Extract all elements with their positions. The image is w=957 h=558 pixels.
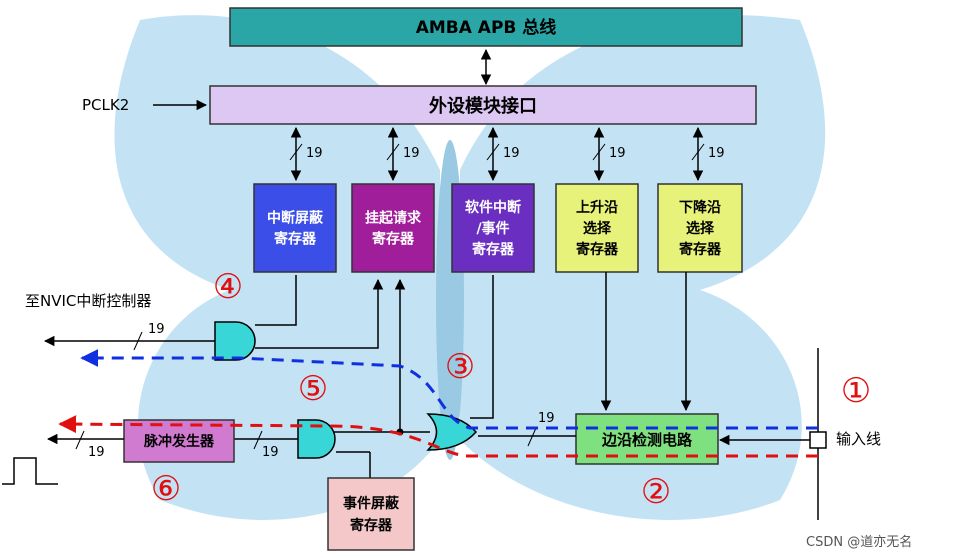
bus-width-label: 19 xyxy=(503,146,520,161)
event-mask-register: 事件屏蔽 寄存器 xyxy=(327,477,415,551)
input-line-label: 输入线 xyxy=(836,430,881,448)
software-interrupt-event-register-label-line: 软件中断 xyxy=(465,199,521,216)
step-marker-5: ⑤ xyxy=(298,369,328,409)
interrupt-and-gate xyxy=(214,321,256,361)
bus-width-label: 19 xyxy=(708,146,725,161)
interrupt-mask-register-box xyxy=(253,183,337,273)
falling-edge-select-register-label-line: 选择 xyxy=(686,220,715,237)
bus-width-tick xyxy=(486,143,500,161)
rising-edge-select-register-box xyxy=(555,183,639,273)
bus-width-tick xyxy=(592,143,606,161)
nvic-bus-tick xyxy=(133,331,143,351)
bus-width-label: 19 xyxy=(403,146,420,161)
amba-apb-bus: AMBA APB 总线 xyxy=(229,7,743,47)
peripheral-interface: 外设模块接口 xyxy=(209,85,757,125)
falling-edge-select-register-box xyxy=(657,183,743,273)
and-to-pending-wire xyxy=(255,278,384,349)
mask-to-and-wire xyxy=(255,275,297,326)
event-mask-line-2: 寄存器 xyxy=(350,517,393,534)
interface-label: 外设模块接口 xyxy=(429,95,537,117)
rising-edge-select-register-label-line: 选择 xyxy=(583,220,612,237)
step-marker-6: ⑥ xyxy=(151,469,181,509)
watermark: CSDN @道亦无名 xyxy=(806,534,912,550)
software-interrupt-event-register-label-line: 寄存器 xyxy=(472,241,515,258)
rising-edge-select-register-label-line: 寄存器 xyxy=(576,241,619,258)
interrupt-flow-path xyxy=(80,349,818,430)
bus-width-label: 19 xyxy=(306,146,323,161)
edge-bus-tick xyxy=(527,427,537,447)
register-bus-links: 19 19 19 19 19 xyxy=(289,126,725,182)
input-pin xyxy=(809,431,827,449)
pending-request-register-box xyxy=(351,183,435,273)
event-and-gate xyxy=(297,419,336,459)
pulse-waveform-icon xyxy=(2,457,58,485)
software-to-or-wire xyxy=(470,275,494,419)
software-interrupt-event-register-box xyxy=(451,183,535,273)
nvic-bus-width: 19 xyxy=(148,322,165,337)
pulse-generator-label: 脉冲发生器 xyxy=(143,433,215,450)
pulse-out-bus-tick xyxy=(75,430,85,450)
bus-width-tick xyxy=(386,143,400,161)
software-interrupt-event-register-label-line: /事件 xyxy=(476,220,509,237)
clock-label: PCLK2 xyxy=(82,96,129,114)
edge-bus-width: 19 xyxy=(538,411,555,426)
rising-edge-select-register-label-line: 上升沿 xyxy=(576,199,618,216)
pulse-out-bus-width: 19 xyxy=(88,445,105,460)
bus-width-tick xyxy=(691,143,705,161)
interrupt-mask-register-label-line: 中断屏蔽 xyxy=(267,210,324,227)
edge-detect-label: 边沿检测电路 xyxy=(601,431,693,449)
step-markers: ① ② ③ ④ ⑤ ⑥ xyxy=(151,267,871,512)
falling-edge-select-register-label-line: 寄存器 xyxy=(679,241,722,258)
bus-label: AMBA APB 总线 xyxy=(416,17,557,38)
or-gate xyxy=(426,413,478,451)
bus-width-label: 19 xyxy=(609,146,626,161)
falling-edge-select-register-label-line: 下降沿 xyxy=(679,199,721,216)
event-mask-line-1: 事件屏蔽 xyxy=(343,495,400,512)
step-marker-1: ① xyxy=(841,371,871,411)
pulse-bus-tick xyxy=(253,430,263,450)
step-marker-2: ② xyxy=(641,472,671,512)
pending-request-register-label-line: 寄存器 xyxy=(372,231,415,248)
nvic-label: 至NVIC中断控制器 xyxy=(25,292,151,310)
step-marker-3: ③ xyxy=(445,347,475,387)
pending-request-register-label-line: 挂起请求 xyxy=(365,210,422,227)
pulse-generator: 脉冲发生器 xyxy=(123,419,235,463)
interrupt-mask-register-label-line: 寄存器 xyxy=(274,231,317,248)
step-marker-4: ④ xyxy=(213,267,243,307)
bus-width-tick xyxy=(289,143,303,161)
pulse-bus-width: 19 xyxy=(262,445,279,460)
